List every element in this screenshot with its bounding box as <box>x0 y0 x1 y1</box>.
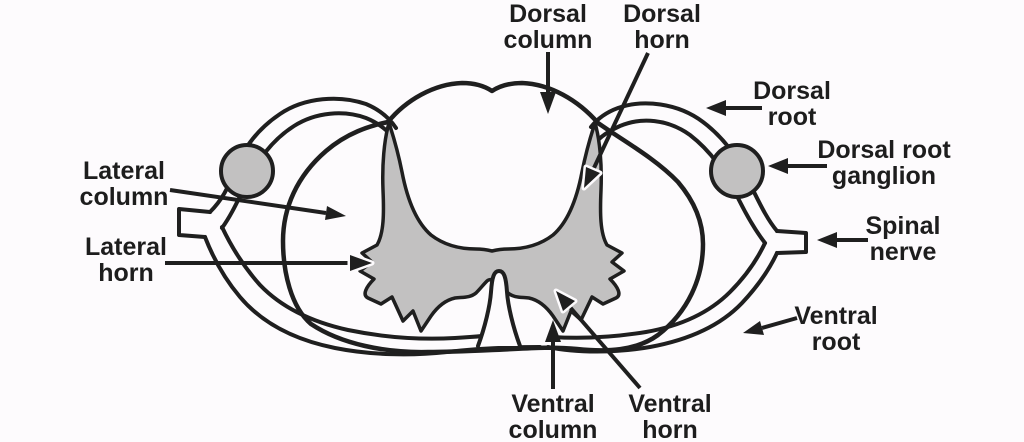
label-lateral-column: Lateral column <box>44 158 204 210</box>
label-line: root <box>767 103 817 131</box>
label-line: column <box>508 416 598 442</box>
ventral-root-left-inner-line <box>220 225 500 341</box>
label-dorsal-root-ganglion: Dorsal root ganglion <box>794 137 974 189</box>
label-ventral-column: Ventral column <box>473 391 633 442</box>
label-line: ganglion <box>831 162 937 190</box>
label-line: horn <box>634 26 690 54</box>
label-line: root <box>811 328 861 356</box>
label-spinal-nerve: Spinal nerve <box>823 213 983 265</box>
ventral-horn-arrow <box>553 288 642 390</box>
ventral-median-fissure <box>476 269 522 348</box>
label-line: horn <box>642 416 698 442</box>
label-line: Lateral <box>85 233 167 261</box>
spinal-nerve-stub-left <box>177 207 212 239</box>
dorsal-horn-arrow <box>581 52 650 191</box>
label-line: Lateral <box>83 157 165 185</box>
dorsal-root-ganglion-arrow <box>768 158 827 174</box>
lateral-horn-arrow <box>165 252 375 274</box>
label-lateral-horn: Lateral horn <box>46 234 206 286</box>
label-line: Ventral <box>511 390 595 418</box>
gray-matter <box>358 121 626 333</box>
label-line: Dorsal <box>753 77 831 105</box>
label-line: nerve <box>869 238 937 266</box>
label-line: Dorsal <box>509 0 587 28</box>
ventral-column-arrow <box>545 320 561 389</box>
label-line: Ventral <box>794 302 878 330</box>
label-dorsal-root: Dorsal root <box>712 78 872 130</box>
label-line: Spinal <box>865 212 941 240</box>
dorsal-root-ganglion-left-shape <box>219 143 275 199</box>
label-line: horn <box>98 259 154 287</box>
label-line: Dorsal <box>623 0 701 28</box>
dorsal-root-right-outer-line <box>589 101 779 233</box>
ventral-root-left-outer-line <box>203 235 542 357</box>
label-dorsal-column: Dorsal column <box>468 1 628 53</box>
spinal-nerve-stub-right <box>775 229 808 255</box>
spinal-nerve-arrow <box>817 232 868 248</box>
label-dorsal-horn: Dorsal horn <box>582 1 742 53</box>
label-line: column <box>503 26 593 54</box>
ventral-median-fissure-fill <box>478 271 520 346</box>
lateral-column-arrow <box>169 188 346 220</box>
dorsal-root-arrow <box>706 100 762 116</box>
label-ventral-horn: Ventral horn <box>590 391 750 442</box>
dorsal-column-arrow <box>540 52 556 114</box>
dorsal-root-ganglion-right-shape <box>709 143 765 199</box>
ventral-root-arrow <box>743 316 798 335</box>
label-ventral-root: Ventral root <box>756 303 916 355</box>
label-line: Dorsal root <box>817 136 951 164</box>
label-line: Ventral <box>628 390 712 418</box>
label-line: column <box>79 183 169 211</box>
ventral-root-right-outer-line <box>546 251 779 354</box>
